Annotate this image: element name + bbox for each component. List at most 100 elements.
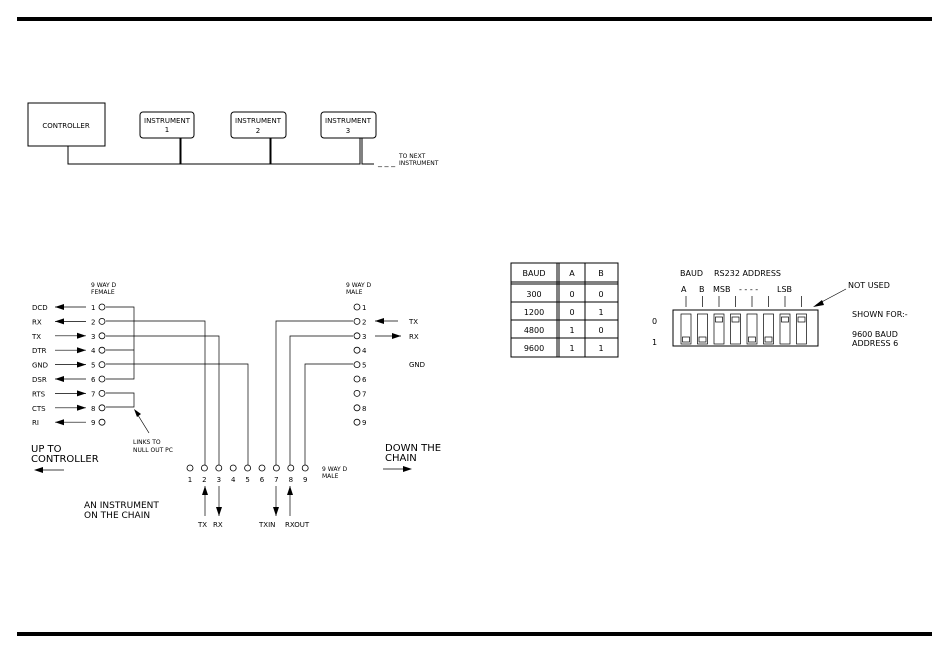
bottom-pin xyxy=(186,464,194,472)
male-pin-number: 5 xyxy=(362,362,366,370)
bottom-pin-number: 6 xyxy=(260,476,265,484)
dip-switch-slot[interactable] xyxy=(680,313,692,345)
top-rule xyxy=(17,17,932,21)
down-label-line2: CHAIN xyxy=(385,453,417,464)
dip-switch-knob[interactable] xyxy=(698,336,707,343)
dip-switch-slot[interactable] xyxy=(746,313,758,345)
instrument-note-line1: AN INSTRUMENT xyxy=(84,501,159,511)
female-pin-number: 7 xyxy=(91,390,95,398)
dip-switch-slot[interactable] xyxy=(763,313,774,345)
male-pin xyxy=(353,404,361,412)
dip-msb-label: MSB xyxy=(713,285,730,294)
txin-arrowhead xyxy=(273,507,279,516)
male-pin-number: 8 xyxy=(362,405,366,413)
male-top-subtitle: MALE xyxy=(346,289,363,296)
dip-switch-slot[interactable] xyxy=(730,313,741,345)
female-pin xyxy=(98,418,106,426)
link-rts-cts xyxy=(106,392,135,408)
wire-rx-pin2 xyxy=(106,320,206,465)
male-pin xyxy=(353,375,361,383)
bottom-pin xyxy=(301,464,309,472)
instrument-2-number: 2 xyxy=(256,127,260,135)
male-pin-number: 4 xyxy=(362,347,367,355)
female-pin xyxy=(98,375,106,383)
female-signal-label: CTS xyxy=(32,405,46,413)
baud-table-cell: 0 xyxy=(569,308,574,317)
up-arrowhead xyxy=(34,467,43,473)
dip-switch-slot[interactable] xyxy=(713,313,725,345)
female-pin xyxy=(98,332,106,340)
dip-switch-knob[interactable] xyxy=(797,316,806,323)
dip-switch-slot[interactable] xyxy=(779,313,791,345)
male-pin-number: 1 xyxy=(362,304,366,312)
bottom-title: 9 WAY D xyxy=(322,466,348,473)
bottom-pin-number: 3 xyxy=(217,476,221,484)
female-subtitle: FEMALE xyxy=(91,289,115,296)
female-arrow-in xyxy=(77,404,86,411)
bottom-pin xyxy=(272,464,280,472)
female-signal-label: TX xyxy=(31,333,41,341)
dip-switch-knob[interactable] xyxy=(748,336,756,343)
male-rx-label: RX xyxy=(409,333,419,341)
male-tx-label: TX xyxy=(408,318,418,326)
female-signal-label: RTS xyxy=(32,390,46,398)
to-next-instrument-label: INSTRUMENT xyxy=(399,160,439,167)
female-signal-label: RI xyxy=(32,419,39,427)
bottom-rxout-label: RXOUT xyxy=(285,521,310,529)
dip-rs232-label: RS232 ADDRESS xyxy=(714,269,781,278)
female-signal-label: DSR xyxy=(32,376,47,384)
dip-dashes-label: - - - - xyxy=(739,285,758,294)
dip-housing xyxy=(672,309,819,347)
male-pin-number: 9 xyxy=(362,419,366,427)
baud-table-cell: 1 xyxy=(569,326,574,335)
male-pin-number: 6 xyxy=(362,376,367,384)
female-arrow-out xyxy=(55,419,64,426)
dip-switch-knob[interactable] xyxy=(781,316,789,323)
bottom-rx-label: RX xyxy=(213,521,223,529)
dip-b-label: B xyxy=(699,285,705,294)
male-pin xyxy=(353,346,361,354)
direction-labels: UP TO CONTROLLER DOWN THE CHAIN AN INSTR… xyxy=(31,443,441,521)
bottom-tx-label: TX xyxy=(197,521,207,529)
baud-table-header: BAUD xyxy=(523,269,546,278)
instrument-3-number: 3 xyxy=(346,127,350,135)
up-label-line1: UP TO xyxy=(31,444,62,455)
bottom-txin-label: TXIN xyxy=(258,521,275,529)
female-arrow-in xyxy=(77,361,86,368)
bottom-pin-number: 2 xyxy=(202,476,206,484)
dip-lsb-label: LSB xyxy=(777,285,792,294)
bottom-pin xyxy=(244,464,252,472)
baud-table-header: A xyxy=(569,269,575,278)
chain-cable-2 xyxy=(180,138,271,165)
female-arrow-in xyxy=(77,332,86,339)
rx-arrowhead xyxy=(216,507,222,516)
female-title: 9 WAY D xyxy=(91,282,117,289)
dip-switch-slot[interactable] xyxy=(796,313,807,345)
instrument-1-label: INSTRUMENT xyxy=(144,117,191,125)
instrument-1-number: 1 xyxy=(165,126,169,134)
bottom-subtitle: MALE xyxy=(322,473,339,480)
dip-switch-slot[interactable] xyxy=(697,313,708,345)
dip-switch-knob[interactable] xyxy=(682,336,690,343)
female-arrow-in xyxy=(77,347,86,354)
female-signal-label: DCD xyxy=(32,304,48,312)
baud-table-header: B xyxy=(598,269,604,278)
bottom-pin xyxy=(200,464,208,472)
dip-switch-knob[interactable] xyxy=(731,316,740,323)
baud-table-cell: 1 xyxy=(598,344,603,353)
dip-switch-knob[interactable] xyxy=(764,336,773,343)
dip-switch-knob[interactable] xyxy=(715,316,723,323)
male-gnd-label: GND xyxy=(409,361,425,369)
bottom-rule xyxy=(17,632,932,636)
links-note-line2: NULL OUT PC xyxy=(133,447,173,454)
wire-rxout-pin8 xyxy=(289,335,353,465)
daisy-chain: CONTROLLER INSTRUMENT 1 INSTRUMENT 2 INS… xyxy=(27,102,439,167)
female-pin xyxy=(98,361,106,369)
baud-table-cell: 1 xyxy=(569,344,574,353)
female-pin-number: 1 xyxy=(91,304,95,312)
links-note-line1: LINKS TO xyxy=(133,439,161,446)
